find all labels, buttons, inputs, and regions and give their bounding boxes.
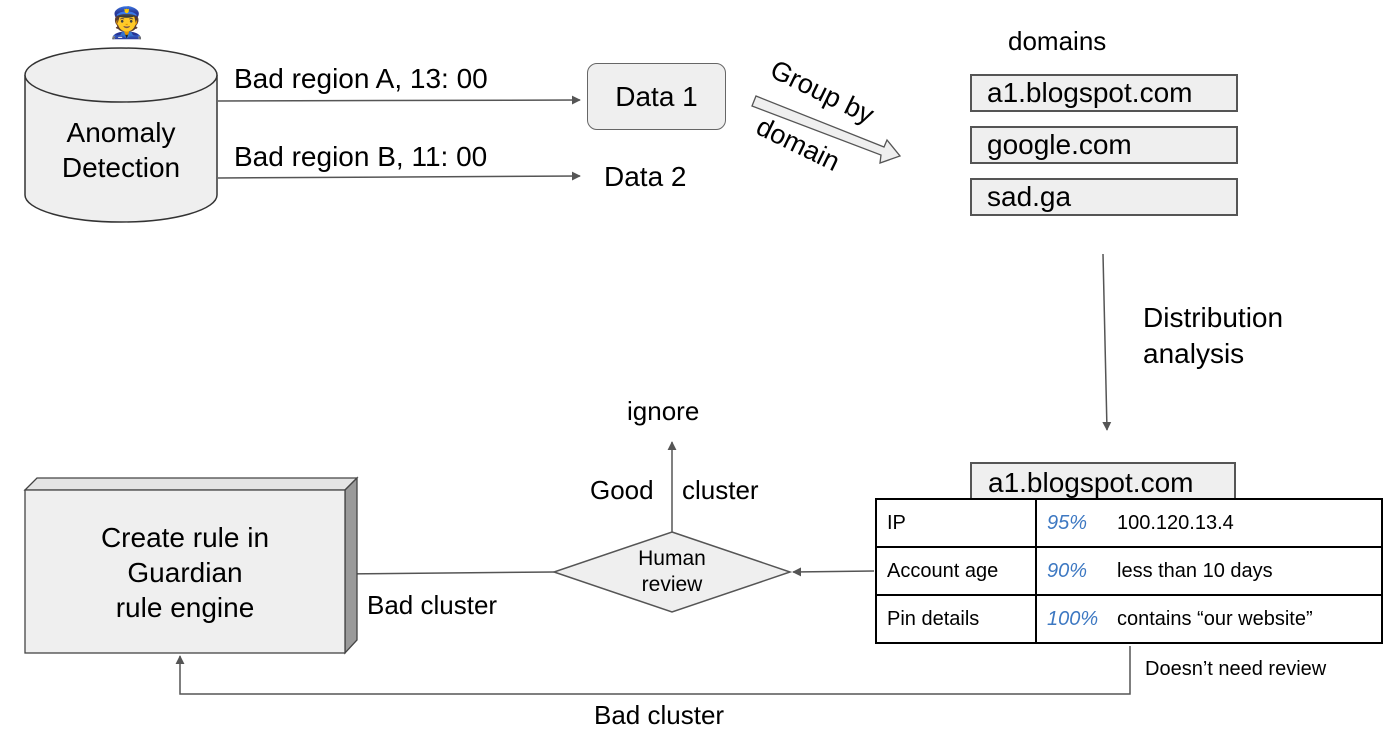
ignore-label: ignore xyxy=(627,396,700,426)
metric-percent: 100% xyxy=(1047,607,1099,630)
arrow-bad-cluster-bottom xyxy=(175,646,1131,695)
metric-percent: 90% xyxy=(1047,559,1088,582)
table-row: IP 95% 100.120.13.4 xyxy=(875,498,1383,548)
group-by-arrow xyxy=(751,95,902,164)
metric-detail: 95% 100.120.13.4 xyxy=(1035,498,1383,548)
metric-name: Account age xyxy=(875,546,1037,596)
metric-detail: 100% contains “our website” xyxy=(1035,594,1383,644)
region-a-label: Bad region A, 13: 00 xyxy=(234,63,488,94)
metric-percent: 95% xyxy=(1047,511,1088,534)
domains-header: domains xyxy=(1008,26,1107,56)
metric-value: less than 10 days xyxy=(1117,559,1273,582)
metric-name: IP xyxy=(875,498,1037,548)
data-2-label: Data 2 xyxy=(604,161,687,192)
human-review-label: Human review xyxy=(638,547,706,597)
metric-value: contains “our website” xyxy=(1117,607,1313,630)
arrow-bad-cluster-mid xyxy=(335,569,555,579)
bad-cluster-mid-label: Bad cluster xyxy=(367,590,498,620)
arrow-region-a xyxy=(217,95,581,105)
arrow-region-b xyxy=(217,171,581,181)
arrow-table-to-review xyxy=(792,567,875,577)
distribution-analysis-label: Distribution analysis xyxy=(1143,302,1284,370)
good-cluster-word-good: Good xyxy=(590,475,654,505)
domain-item: sad.ga xyxy=(970,178,1238,216)
good-cluster-word-cluster: cluster xyxy=(682,475,759,505)
data-1-box: Data 1 xyxy=(587,63,726,130)
cluster-table: IP 95% 100.120.13.4 Account age 90% less t… xyxy=(875,498,1383,644)
metric-name: Pin details xyxy=(875,594,1037,644)
table-row: Pin details 100% contains “our website” xyxy=(875,594,1383,644)
metric-detail: 90% less than 10 days xyxy=(1035,546,1383,596)
table-row: Account age 90% less than 10 days xyxy=(875,546,1383,596)
anomaly-detection-cylinder xyxy=(24,47,218,223)
rule-engine-label: Create rule in Guardian rule engine xyxy=(100,521,270,623)
human-review-diamond xyxy=(551,531,793,613)
police-officer-icon: 👮 xyxy=(108,7,146,40)
domain-item: a1.blogspot.com xyxy=(970,74,1238,112)
cluster-title: a1.blogspot.com xyxy=(970,462,1236,499)
rule-engine-box xyxy=(23,476,359,655)
domain-item: google.com xyxy=(970,126,1238,164)
no-review-label: Doesn’t need review xyxy=(1145,658,1327,680)
arrow-distribution xyxy=(1102,253,1112,431)
bad-cluster-bottom-label: Bad cluster xyxy=(594,700,725,730)
anomaly-detection-label: Anomaly Detection xyxy=(61,117,181,183)
region-b-label: Bad region B, 11: 00 xyxy=(234,141,488,172)
metric-value: 100.120.13.4 xyxy=(1117,511,1234,534)
